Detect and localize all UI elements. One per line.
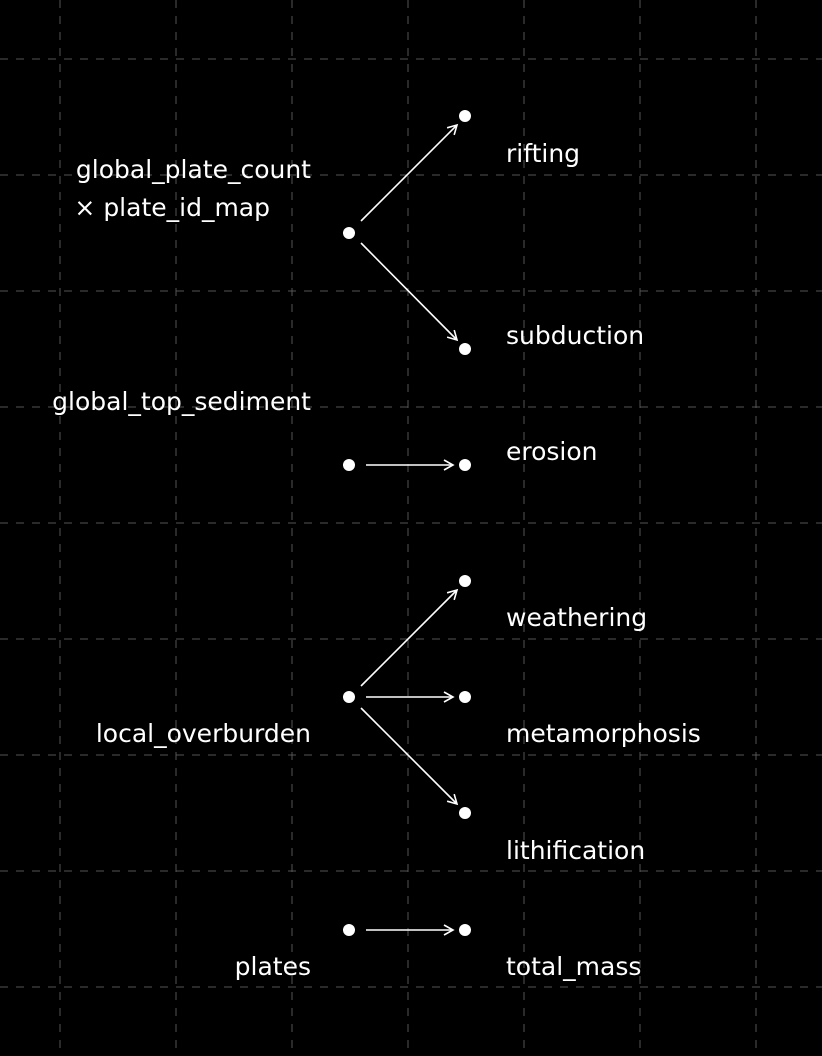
source-labels: global_plate_count × plate_id_map global… bbox=[52, 155, 311, 981]
source-label-s2: global_top_sediment bbox=[52, 387, 311, 416]
source-label-s1-line2: × plate_id_map bbox=[74, 193, 270, 222]
target-label-t6: lithification bbox=[506, 836, 645, 865]
target-label-t2: subduction bbox=[506, 321, 644, 350]
target-node-t6 bbox=[459, 807, 471, 819]
target-label-t4: weathering bbox=[506, 603, 647, 632]
edge-s1-t1 bbox=[360, 123, 459, 222]
edge-s1-t2 bbox=[360, 242, 459, 342]
target-nodes bbox=[459, 110, 471, 936]
target-node-t1 bbox=[459, 110, 471, 122]
target-label-t7: total_mass bbox=[506, 952, 641, 981]
target-node-t2 bbox=[459, 343, 471, 355]
source-node-s2 bbox=[343, 459, 355, 471]
source-label-s3: local_overburden bbox=[96, 719, 311, 748]
target-node-t3 bbox=[459, 459, 471, 471]
source-label-s1-line1: global_plate_count bbox=[76, 155, 311, 184]
edge-s3-t4 bbox=[360, 588, 459, 687]
target-labels: rifting subduction erosion weathering me… bbox=[506, 139, 701, 981]
source-label-s4: plates bbox=[235, 952, 311, 981]
target-label-t5: metamorphosis bbox=[506, 719, 701, 748]
source-nodes bbox=[343, 227, 355, 936]
target-node-t7 bbox=[459, 924, 471, 936]
target-node-t4 bbox=[459, 575, 471, 587]
source-node-s4 bbox=[343, 924, 355, 936]
target-label-t3: erosion bbox=[506, 437, 598, 466]
source-node-s1 bbox=[343, 227, 355, 239]
edge-s3-t6 bbox=[360, 707, 459, 806]
source-node-s3 bbox=[343, 691, 355, 703]
target-node-t5 bbox=[459, 691, 471, 703]
edges bbox=[360, 123, 459, 936]
target-label-t1: rifting bbox=[506, 139, 580, 168]
